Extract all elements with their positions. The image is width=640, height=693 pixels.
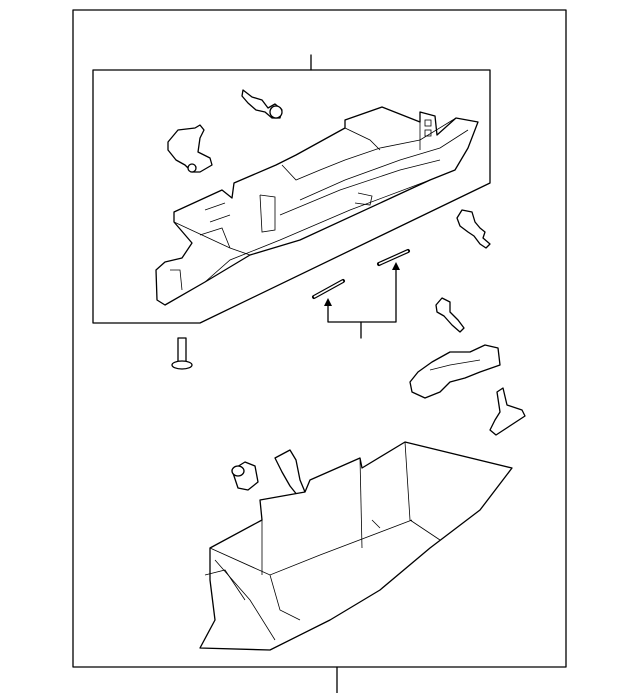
glove-box-housing bbox=[155, 106, 479, 306]
bracket bbox=[489, 387, 526, 436]
latch-striker bbox=[409, 344, 501, 399]
bolt bbox=[435, 297, 465, 333]
screw bbox=[171, 337, 193, 370]
hinge-pin-leaders bbox=[324, 262, 400, 339]
push-clip bbox=[241, 89, 283, 119]
hinge-pin-left bbox=[312, 279, 345, 299]
glove-box-door bbox=[199, 441, 513, 651]
bumper-stop bbox=[456, 209, 491, 249]
diagram-frame bbox=[72, 9, 567, 668]
damper bbox=[167, 124, 213, 173]
lock-cylinder-cap bbox=[231, 461, 259, 491]
bumper bbox=[274, 449, 306, 497]
housing-group-box bbox=[92, 69, 491, 324]
hinge-pin-right bbox=[377, 249, 410, 266]
